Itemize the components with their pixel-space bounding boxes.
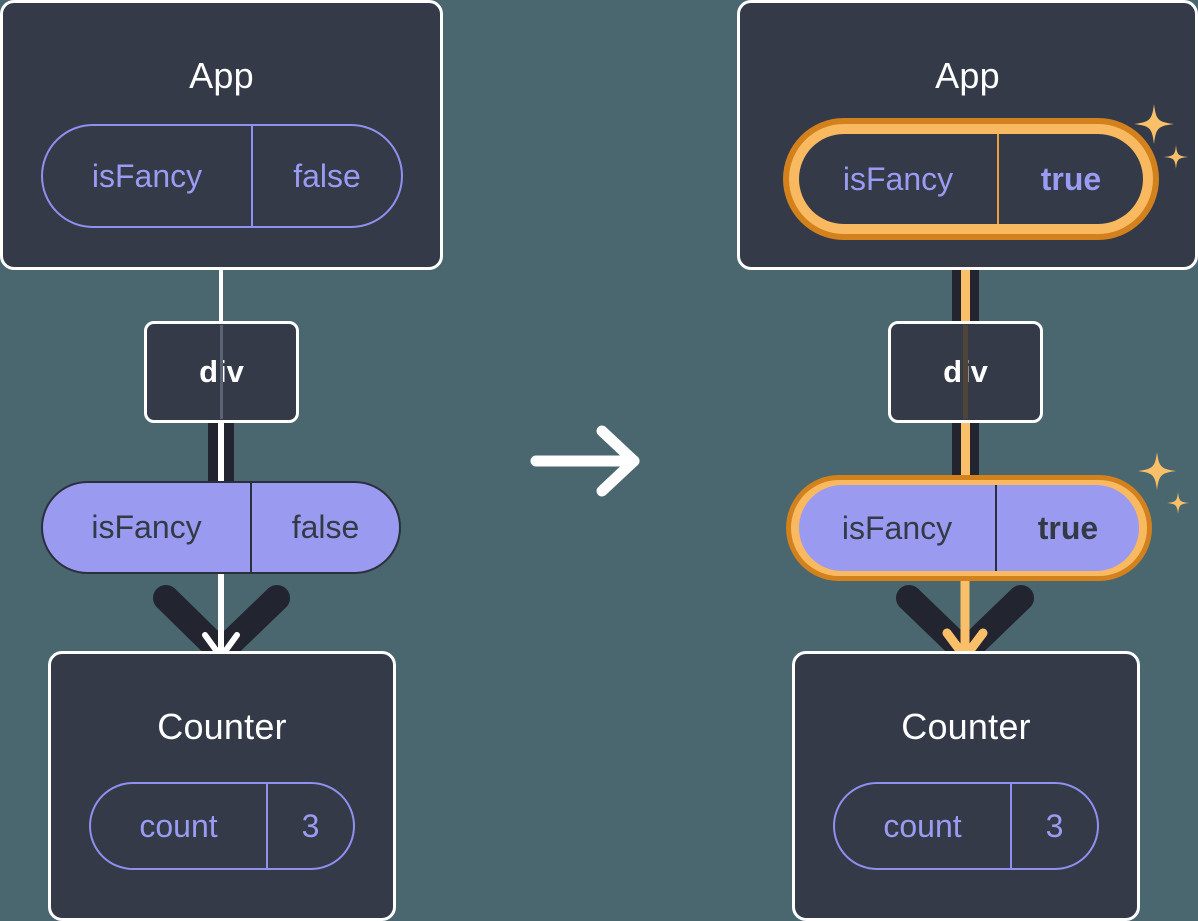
edge-div-to-pill-right-core bbox=[961, 420, 970, 490]
edge-through-div-left bbox=[220, 325, 223, 419]
app-panel-title-right: App bbox=[935, 55, 1000, 96]
counter-state-pill-key-right: count bbox=[883, 807, 962, 844]
counter-panel-left: Counter bbox=[48, 651, 396, 921]
counter-panel-title-right: Counter bbox=[901, 706, 1031, 747]
prop-pill-right[interactable]: isFancy true bbox=[799, 485, 1139, 571]
counter-state-pill-value-left: 3 bbox=[266, 784, 353, 868]
app-state-pill-key-right: isFancy bbox=[842, 160, 954, 197]
prop-pill-left[interactable]: isFancy false bbox=[41, 481, 401, 574]
counter-state-pill-key-left: count bbox=[139, 807, 218, 844]
counter-state-pill-right[interactable]: count 3 bbox=[833, 782, 1099, 870]
edge-div-to-pill-left-darkR bbox=[224, 420, 234, 482]
app-state-pill-right[interactable]: isFancy true bbox=[799, 134, 1143, 224]
edge-app-to-div-right-core bbox=[961, 228, 970, 324]
counter-state-pill-left[interactable]: count 3 bbox=[89, 782, 355, 870]
edge-through-div-right bbox=[963, 325, 968, 419]
edge-div-to-pill-left-core bbox=[218, 420, 224, 482]
counter-panel-title-left: Counter bbox=[157, 706, 287, 747]
edge-app-to-div-left bbox=[219, 268, 223, 322]
transition-arrow-icon bbox=[530, 425, 640, 497]
sparkles-icon-prop-right bbox=[1138, 452, 1189, 514]
counter-state-pill-value-right: 3 bbox=[1010, 784, 1097, 868]
app-panel-title-left: App bbox=[189, 55, 254, 96]
app-state-pill-value-left: false bbox=[251, 126, 401, 226]
app-state-pill-key-left: isFancy bbox=[91, 157, 203, 194]
prop-pill-key-right: isFancy bbox=[841, 509, 953, 546]
edge-div-to-pill-left-darkL bbox=[208, 420, 218, 482]
prop-pill-key-left: isFancy bbox=[91, 509, 202, 545]
sparkles-icon-app-right bbox=[1134, 104, 1188, 169]
app-state-pill-value-right: true bbox=[997, 134, 1143, 224]
prop-pill-value-right: true bbox=[995, 485, 1139, 571]
prop-pill-value-left: false bbox=[250, 483, 399, 572]
app-state-pill-left[interactable]: isFancy false bbox=[41, 124, 403, 228]
